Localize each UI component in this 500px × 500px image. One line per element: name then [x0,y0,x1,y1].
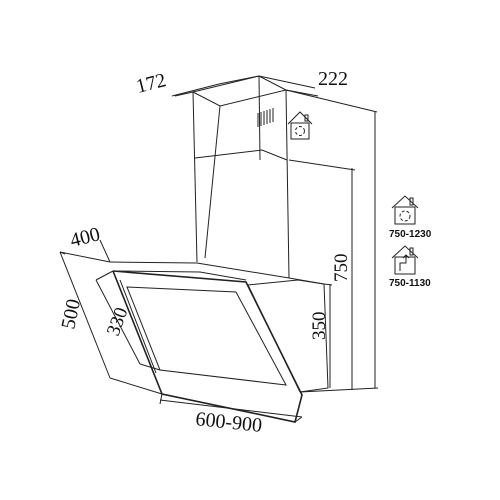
legend-recirculation-range: 750-1230 [389,229,432,240]
dim-chimney-width: 222 [318,68,348,90]
dim-chimney-depth: 172 [134,69,168,98]
dimension-lines [59,75,379,423]
dim-canopy-depth: 400 [68,223,102,252]
house-recirculation-icon [391,195,419,225]
chimney [191,75,290,279]
hood-body [109,261,329,423]
dim-chimney-height: 750 [331,254,352,283]
dim-body-height: 350 [309,312,330,341]
vent-slots [257,108,274,127]
house-recirculation-icon [287,111,313,140]
legend-extraction-range: 750-1130 [389,278,431,289]
dim-glass-diagonal: 500 [57,297,85,331]
house-extraction-icon [391,245,419,275]
